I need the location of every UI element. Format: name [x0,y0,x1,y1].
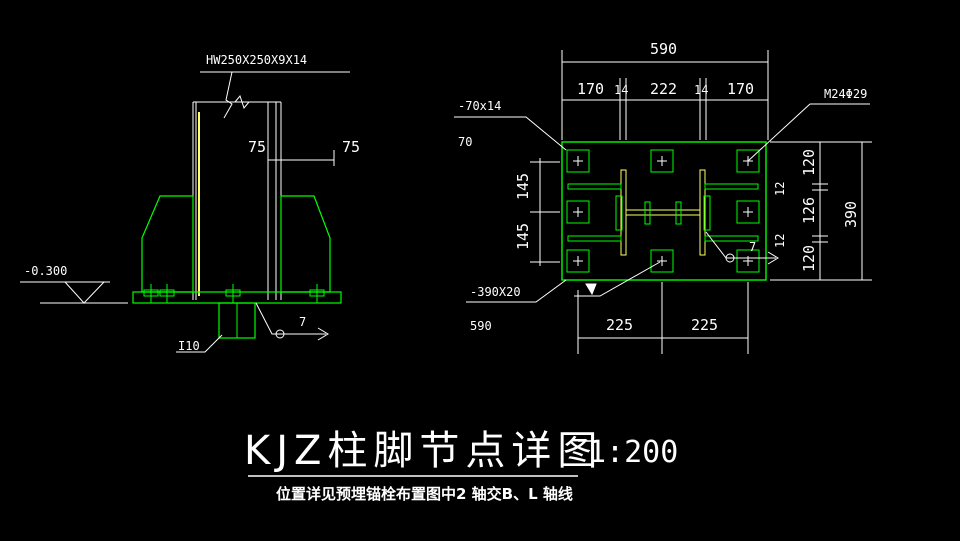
section-label: HW250X250X9X14 [206,53,307,67]
title-block: KJZ柱脚节点详图 1:200 位置详见预埋锚栓布置图中2 轴交B、L 轴线 [244,428,678,503]
dim-inner-75: 75 [248,138,266,156]
title-scale: 1:200 [588,435,678,470]
weld-size-left: 7 [299,315,306,329]
bolt-leader [747,103,811,162]
top-dim-4: 14 [694,83,708,97]
bottom-dim-2: 225 [691,316,718,334]
right-stiffener [280,195,331,293]
plate-leader [466,279,567,303]
right-dim-5: 120 [800,245,818,272]
elevation-mark [20,281,128,304]
top-dim-3: 222 [650,80,677,98]
weld-symbol-left [255,302,329,341]
plate-label: -390X20 [470,285,521,299]
top-dim-2: 14 [614,83,628,97]
weld-symbol-right [574,231,779,297]
left-dim-upper: 145 [514,173,532,200]
right-dim-2: 12 [773,182,787,196]
title-main: KJZ柱脚节点详图 [244,428,603,474]
top-dim-lines [561,50,769,140]
anchor-label: I10 [178,339,200,353]
base-plate-plan [561,141,767,281]
right-dim-3: 126 [800,197,818,224]
plate-sub-label: 590 [470,319,492,333]
right-dim-1: 120 [800,149,818,176]
right-view: 590 170 14 222 14 170 [454,40,872,354]
right-total-dim: 390 [842,201,860,228]
top-dim-5: 170 [727,80,754,98]
rib-sub-label: 70 [458,135,472,149]
elevation-label: -0.300 [24,264,67,278]
title-subtitle: 位置详见预埋锚栓布置图中2 轴交B、L 轴线 [276,485,573,503]
left-stiffener [141,195,194,293]
left-dim-lines [268,150,335,166]
top-dim-1: 170 [577,80,604,98]
left-dim-lower: 145 [514,223,532,250]
left-view: HW250X250X9X14 [20,53,360,353]
anchor-leader [176,334,223,353]
bottom-dim-1: 225 [606,316,633,334]
bottom-dim-lines [577,282,749,354]
anchor-bolts [143,284,325,303]
rib-label: -70x14 [458,99,501,113]
top-total-dim: 590 [650,40,677,58]
left-dim-lines [530,158,560,266]
right-dim-4: 12 [773,234,787,248]
weld-size-right: 7 [749,240,756,254]
section-leader-break [223,71,233,119]
steel-column [192,94,282,300]
bolt-label: M24Φ29 [824,87,867,101]
dim-outer-75: 75 [342,138,360,156]
bolt-grid [566,149,760,273]
h-section-plan [567,169,759,256]
rib-leader [454,116,567,151]
right-dim-lines [770,141,872,281]
